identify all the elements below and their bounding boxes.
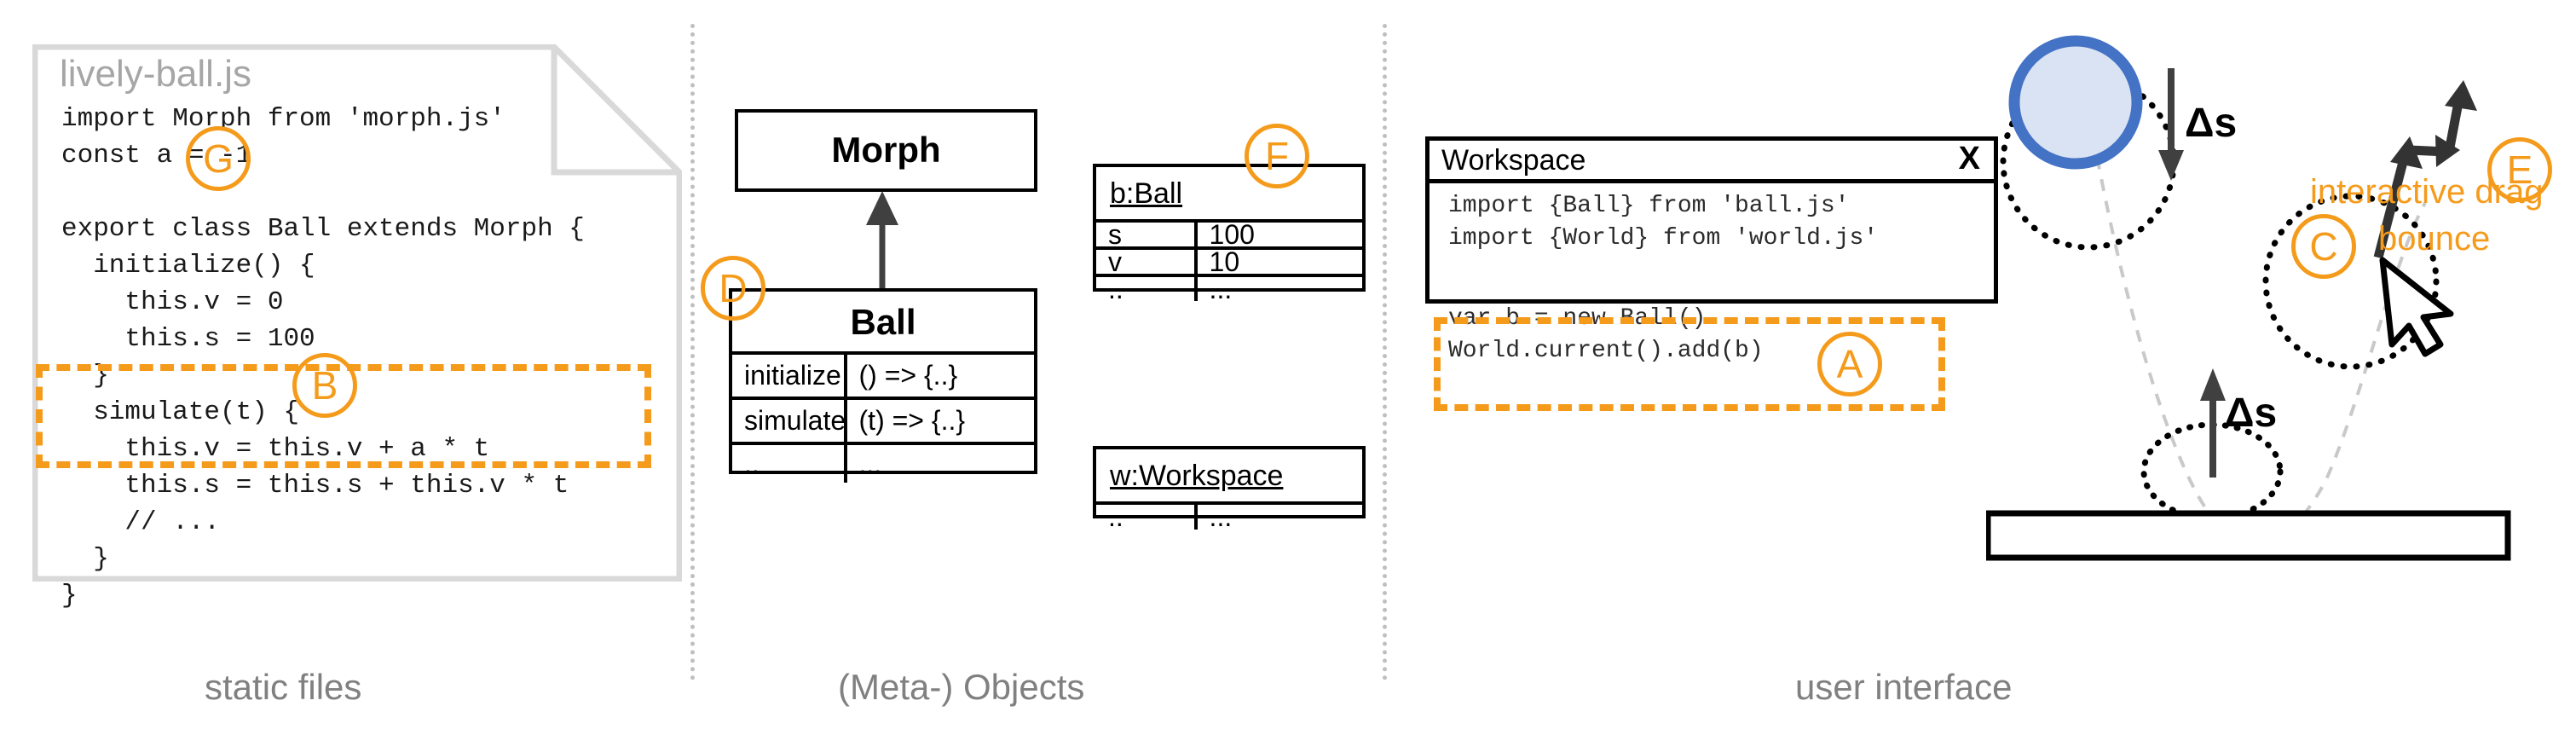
ghost-ball-drag	[2262, 193, 2440, 370]
uml-class-ball-row: initialize () => {..}	[732, 351, 1034, 397]
delta-s-label-bottom: Δs	[2225, 391, 2277, 436]
caption-user-interface: user interface	[1795, 667, 2013, 707]
uml-cell-key: ..	[1096, 501, 1198, 532]
drag-gesture-arrow-3	[2445, 80, 2477, 111]
marker-c: C	[2291, 214, 2356, 279]
inheritance-arrow-icon	[866, 191, 898, 290]
close-icon[interactable]: X	[1958, 141, 1980, 177]
delta-s-arrow-up-head	[2200, 368, 2226, 401]
uml-cell-key: initialize	[732, 355, 847, 397]
uml-class-ball: Ball initialize () => {..} simulate (t) …	[729, 288, 1037, 483]
uml-object-ball-header: b:Ball	[1096, 167, 1362, 219]
uml-cell-key: simulate	[732, 400, 847, 442]
drag-gesture-arrow-1	[2390, 136, 2423, 169]
uml-cell-value: 100	[1209, 218, 1255, 250]
workspace-window[interactable]: Workspace X import {Ball} from 'ball.js'…	[1425, 136, 1998, 364]
panel-separator-right	[1383, 24, 1387, 680]
interactive-drag-label: interactive drag	[2310, 173, 2544, 211]
ground-platform	[1986, 510, 2511, 561]
uml-object-ball-header-text: b:Ball	[1110, 177, 1183, 210]
uml-object-workspace-header-text: w:Workspace	[1110, 460, 1284, 492]
uml-cell-value: 10	[1209, 246, 1240, 277]
marker-f: F	[1245, 124, 1309, 188]
ball-simulation-scene: Δs Δs	[1986, 35, 2511, 561]
uml-cell-key: s	[1096, 219, 1198, 250]
uml-class-ball-row: .. ...	[732, 442, 1034, 483]
panel-separator-left	[690, 24, 695, 680]
uml-object-workspace-row: .. ...	[1096, 501, 1362, 532]
uml-cell-value: ...	[858, 448, 882, 479]
cursor-icon	[2379, 257, 2454, 357]
uml-cell-key: ..	[732, 445, 847, 483]
uml-class-ball-row: simulate (t) => {..}	[732, 397, 1034, 442]
uml-object-workspace-header: w:Workspace	[1096, 449, 1362, 501]
marker-d: D	[701, 256, 765, 321]
uml-cell-key: ..	[1096, 274, 1198, 304]
caption-meta-objects: (Meta-) Objects	[838, 667, 1085, 707]
uml-object-ball-row: .. ...	[1096, 273, 1362, 304]
source-file-sheet: lively-ball.js import Morph from 'morph.…	[32, 44, 682, 611]
workspace-titlebar: Workspace X	[1430, 141, 1994, 183]
uml-class-ball-title: Ball	[850, 302, 916, 342]
trajectory-path	[2081, 69, 2427, 544]
workspace-code-imports[interactable]: import {Ball} from 'ball.js' import {Wor…	[1448, 193, 1879, 252]
marker-a: A	[1817, 332, 1882, 397]
ball-shape	[2008, 35, 2143, 170]
drag-gesture-segment-1	[2373, 160, 2408, 259]
file-name-label: lively-ball.js	[60, 53, 251, 95]
bounce-label: bounce	[2378, 220, 2491, 258]
uml-class-morph-title: Morph	[831, 130, 941, 170]
uml-object-workspace: w:Workspace .. ...	[1093, 446, 1366, 532]
highlight-box-workspace	[1434, 317, 1945, 411]
uml-cell-value: () => {..}	[858, 360, 958, 391]
uml-cell-value: ...	[1209, 501, 1233, 532]
workspace-title: Workspace	[1441, 144, 1586, 177]
uml-cell-value: (t) => {..}	[858, 405, 966, 436]
delta-s-arrow-down-head	[2158, 150, 2184, 181]
caption-static-files: static files	[205, 667, 362, 707]
uml-cell-key: v	[1096, 246, 1198, 277]
uml-object-ball: b:Ball s 100 v 10 .. ...	[1093, 164, 1366, 304]
uml-object-ball-row: s 100	[1096, 218, 1362, 250]
delta-s-label-top: Δs	[2185, 101, 2237, 146]
uml-class-morph: Morph	[735, 109, 1037, 192]
marker-g: G	[186, 126, 251, 191]
uml-cell-value: ...	[1209, 273, 1233, 304]
uml-object-ball-row: v 10	[1096, 246, 1362, 277]
marker-e: E	[2487, 137, 2552, 202]
marker-b: B	[292, 353, 357, 418]
